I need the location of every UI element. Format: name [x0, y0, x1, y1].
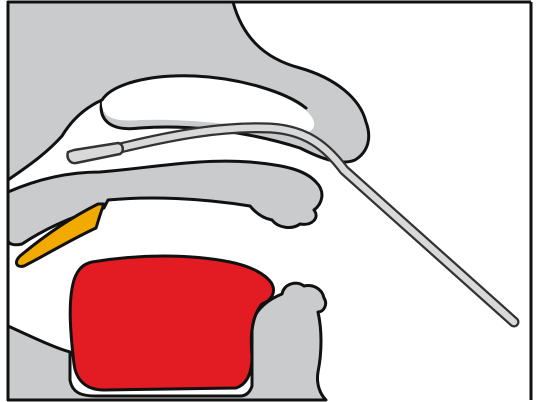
tongue: [70, 256, 273, 390]
